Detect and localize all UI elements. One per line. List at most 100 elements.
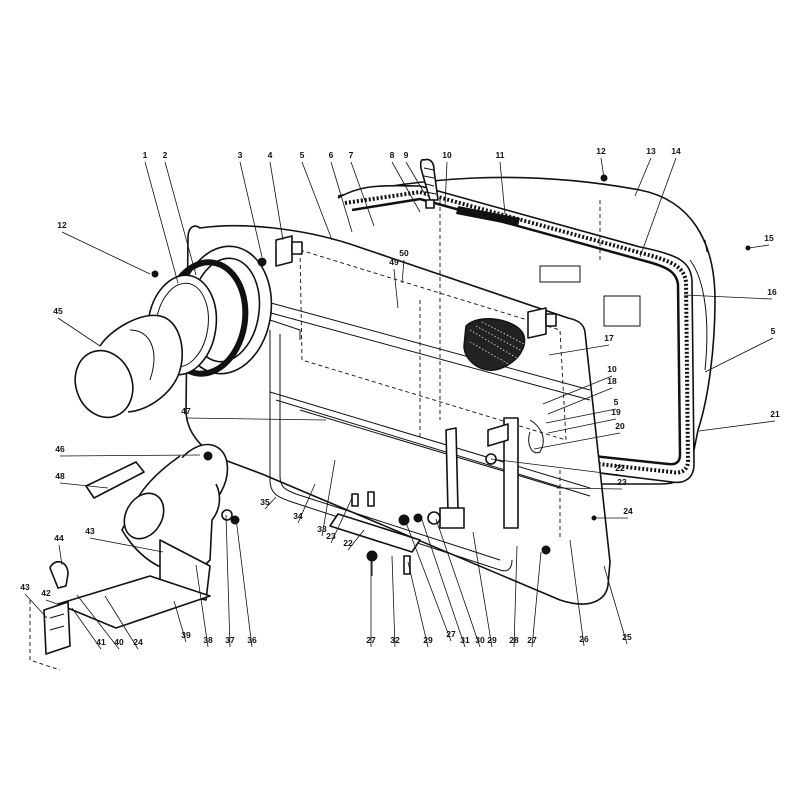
leader-line — [391, 161, 421, 213]
callout-c45a: 45 — [53, 306, 101, 347]
leader-line — [533, 432, 621, 450]
leader-line — [321, 459, 336, 537]
callout-number: 26 — [579, 634, 589, 644]
leader-line — [264, 496, 277, 510]
leader-line — [391, 555, 396, 648]
callout-number: 6 — [329, 150, 334, 160]
callout-number: 37 — [225, 635, 235, 645]
callout-number: 14 — [671, 146, 681, 156]
leader-line — [45, 599, 61, 606]
callout-c43b: 43 — [20, 582, 48, 619]
leader-line — [545, 408, 617, 424]
callout-c30: 30 — [435, 518, 485, 648]
callout-c25: 25 — [603, 565, 632, 645]
callout-c46: 46 — [55, 444, 201, 457]
callout-number: 39 — [181, 630, 191, 640]
callout-number: 23 — [617, 477, 627, 487]
leader-line — [330, 497, 353, 544]
leader-line — [547, 387, 613, 415]
leader-line — [444, 161, 448, 208]
leader-line — [683, 294, 773, 300]
callout-number: 41 — [96, 637, 106, 647]
callout-number: 43 — [20, 582, 30, 592]
callout-c6: 6 — [329, 150, 353, 233]
leader-line — [58, 544, 63, 566]
leader-line — [748, 244, 770, 249]
callout-c12a: 12 — [596, 146, 606, 179]
callout-c10a: 10 — [442, 150, 452, 208]
callout-c43a: 43 — [85, 526, 164, 553]
leader-line — [173, 600, 187, 643]
lower-chute — [57, 443, 229, 629]
callout-number: 27 — [446, 629, 456, 639]
callout-number: 12 — [596, 146, 606, 156]
callout-number: 32 — [390, 635, 400, 645]
leader-line — [401, 259, 405, 284]
callout-c35: 35 — [260, 496, 277, 510]
leader-line — [350, 161, 375, 227]
callout-c37: 37 — [225, 514, 235, 648]
callout-number: 10 — [607, 364, 617, 374]
callout-number: 16 — [767, 287, 777, 297]
callout-number: 50 — [399, 248, 409, 258]
leader-line — [499, 161, 506, 215]
callout-c34: 34 — [293, 483, 316, 524]
leader-line — [104, 595, 139, 650]
callout-number: 28 — [509, 635, 519, 645]
leader-line — [405, 161, 427, 197]
label-plate — [456, 206, 520, 226]
callout-c23b: 23 — [326, 497, 353, 544]
leader-line — [704, 337, 774, 373]
callout-number: 24 — [623, 506, 633, 516]
leader-line — [144, 161, 179, 284]
callout-c22a: 22 — [490, 458, 625, 476]
callout-c27b: 27 — [404, 519, 456, 642]
callout-number: 24 — [133, 637, 143, 647]
rod — [439, 417, 519, 529]
callout-number: 21 — [770, 409, 780, 419]
callout-c3: 3 — [238, 150, 263, 258]
callout-c19: 19 — [547, 407, 621, 434]
callout-number: 44 — [54, 533, 64, 543]
callout-number: 47 — [181, 406, 191, 416]
callout-c41: 41 — [71, 607, 106, 650]
callout-number: 18 — [607, 376, 617, 386]
callout-c22b: 22 — [343, 529, 365, 551]
callout-number: 35 — [260, 497, 270, 507]
callout-c10b: 10 — [542, 364, 617, 405]
callout-number: 19 — [611, 407, 621, 417]
callout-number: 31 — [460, 635, 470, 645]
callout-c27a: 27 — [366, 558, 376, 647]
callout-c33: 33 — [317, 459, 336, 537]
callout-c18: 18 — [547, 376, 617, 415]
callout-c38a: 38 — [195, 564, 213, 648]
callout-c29a: 29 — [407, 561, 433, 648]
callout-c15: 15 — [748, 233, 774, 249]
callout-c42: 42 — [41, 588, 61, 606]
callout-number: 38 — [203, 635, 213, 645]
leader-line — [404, 519, 452, 642]
hinges — [275, 235, 557, 339]
leader-line — [698, 420, 776, 432]
callout-number: 22 — [615, 463, 625, 473]
callout-number: 17 — [604, 333, 614, 343]
bracket-bar — [329, 513, 421, 576]
callout-number: 25 — [622, 632, 632, 642]
leader-line — [639, 157, 677, 258]
callout-c5b: 5 — [704, 326, 776, 373]
callout-c13: 13 — [634, 146, 656, 197]
callout-number: 8 — [390, 150, 395, 160]
flange-ring — [146, 245, 273, 377]
callout-c5a: 5 — [300, 150, 333, 241]
callout-c32: 32 — [390, 555, 400, 648]
callout-number: 27 — [527, 635, 537, 645]
callout-c39: 39 — [173, 600, 191, 643]
callout-c9: 9 — [404, 150, 427, 197]
leader-line — [542, 375, 613, 405]
callout-c31: 31 — [419, 513, 470, 648]
discharge-tube — [74, 314, 183, 419]
leader-line — [569, 539, 585, 647]
callout-number: 30 — [475, 635, 485, 645]
leader-line — [600, 157, 605, 179]
